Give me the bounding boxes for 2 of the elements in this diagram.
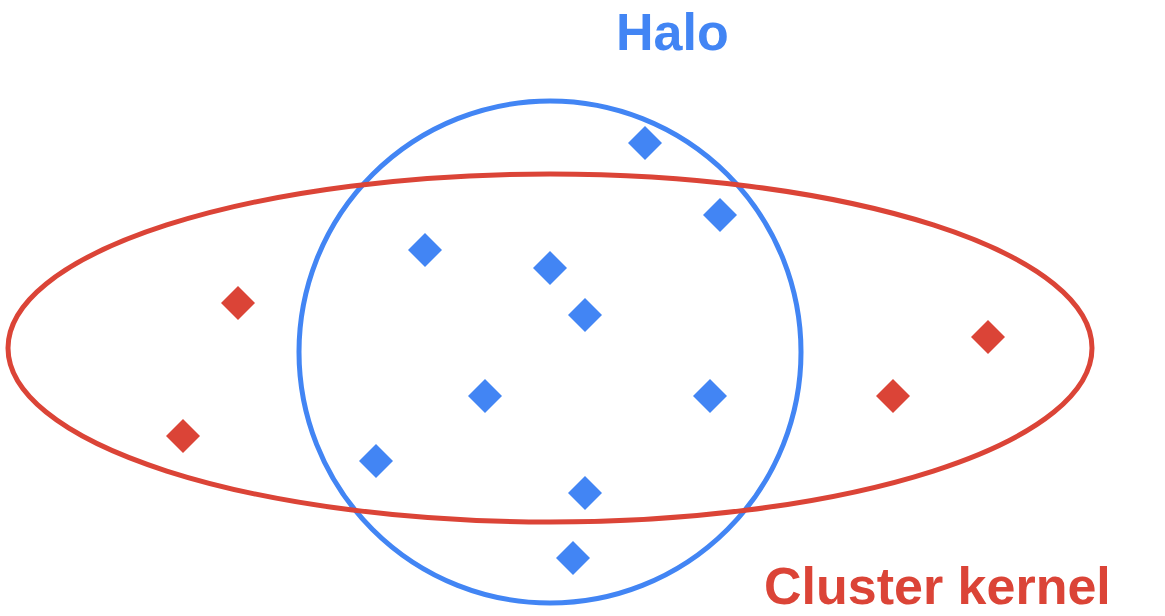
group-label: Halo xyxy=(616,2,729,62)
group-label: Cluster kernel xyxy=(764,556,1111,616)
